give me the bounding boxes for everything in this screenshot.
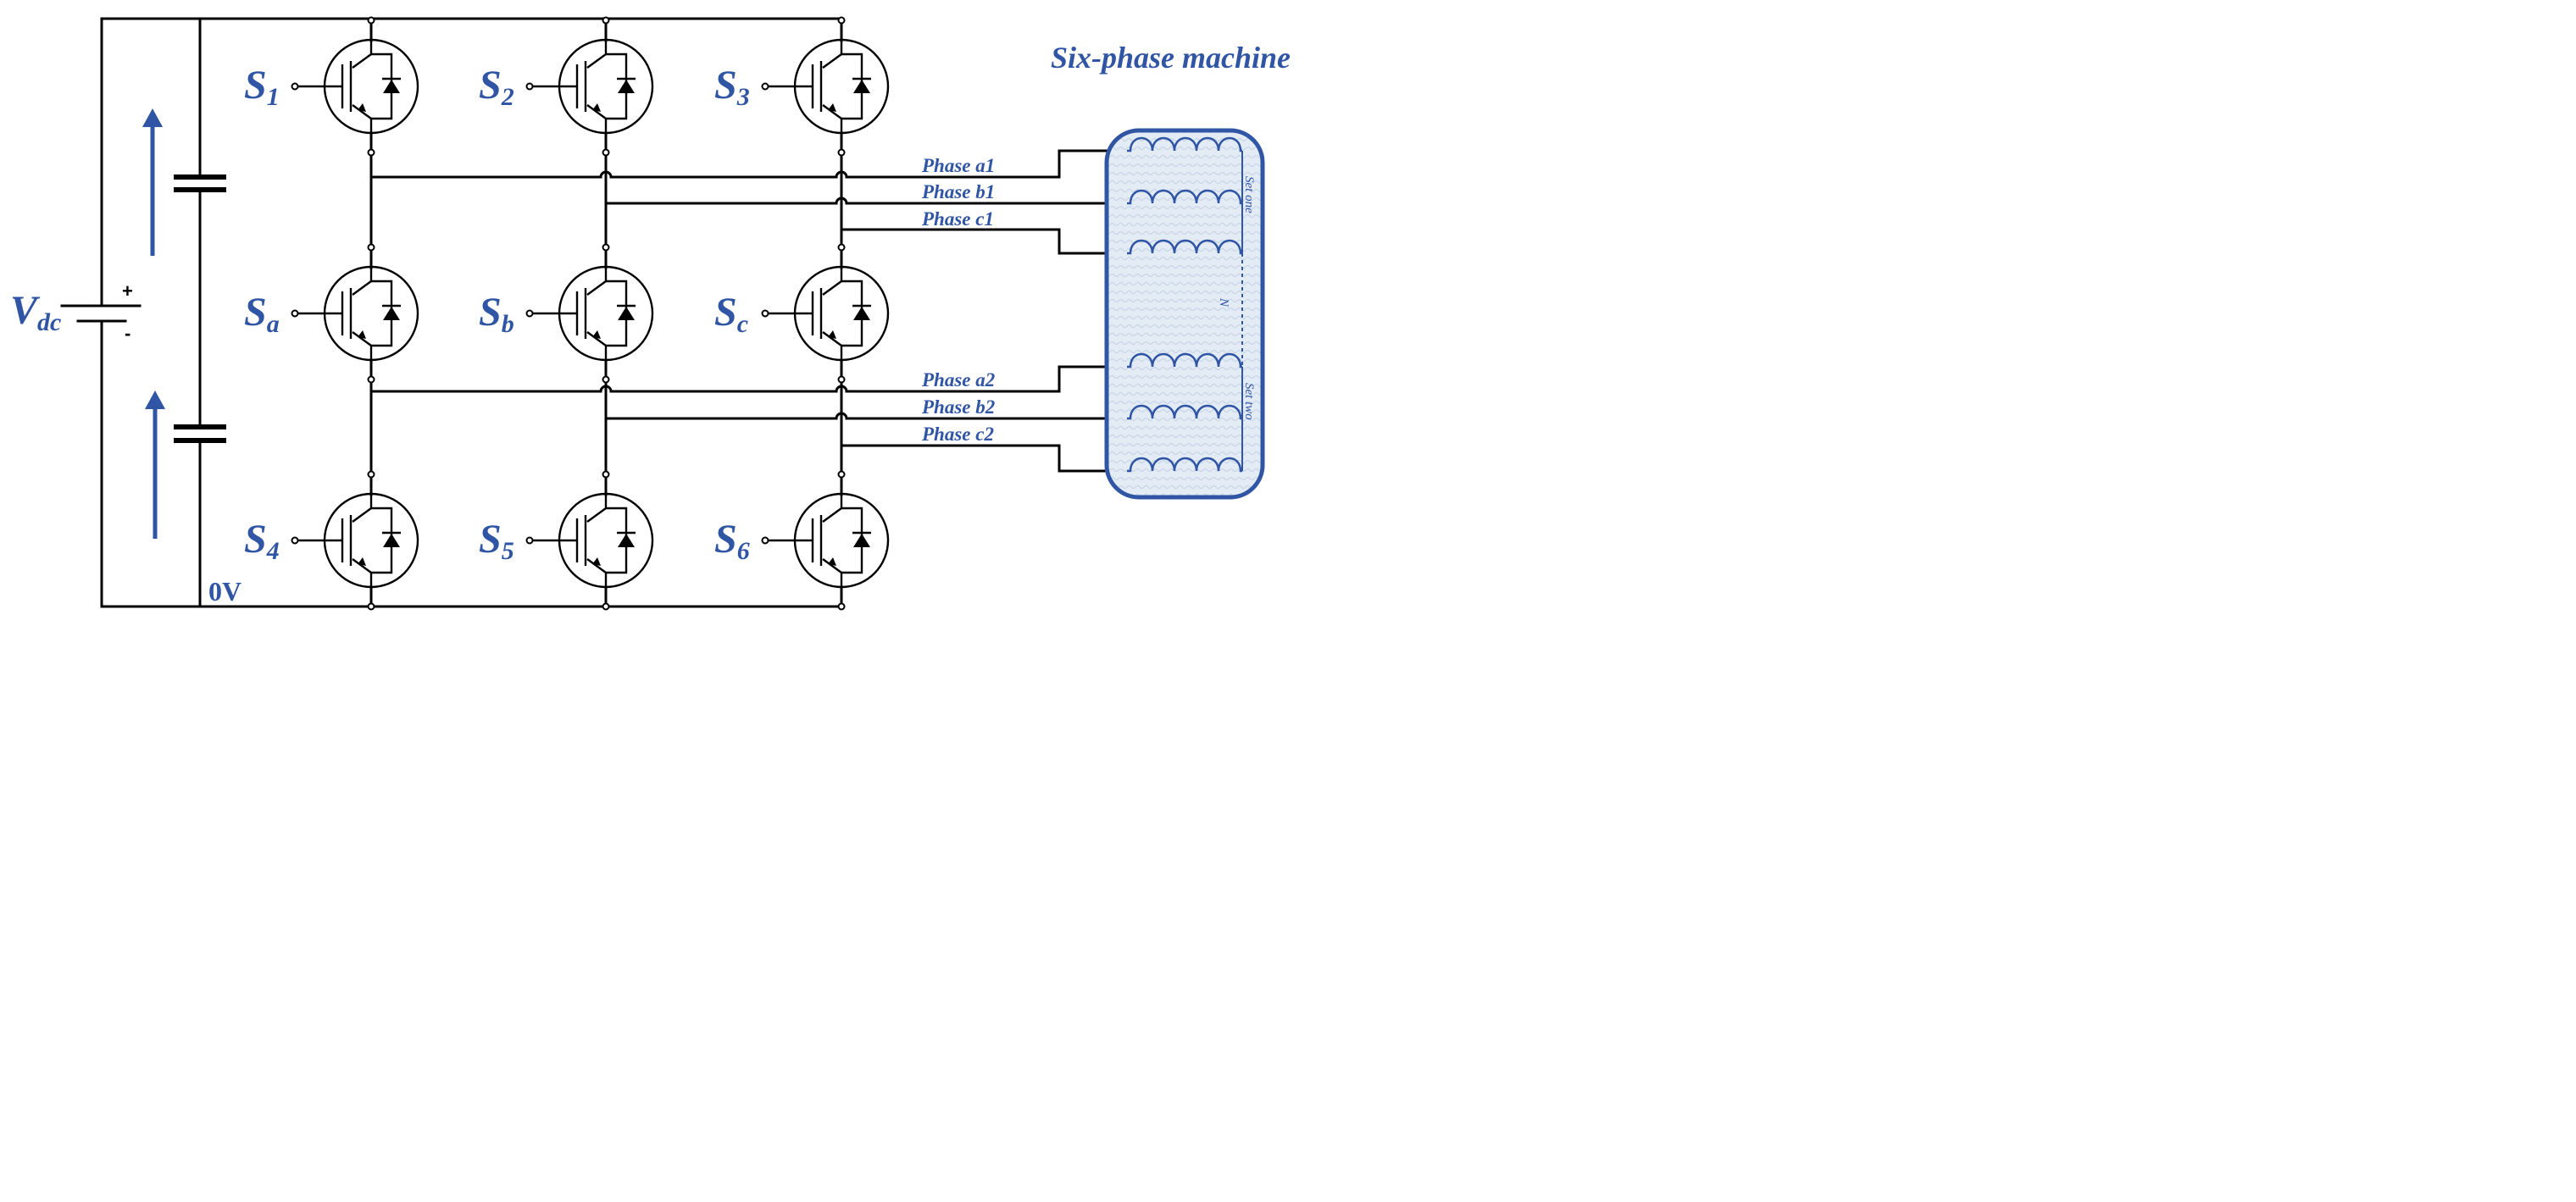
switch-label-main: S — [244, 63, 267, 108]
switch-label-s5: S5 — [479, 517, 514, 565]
switch-label-s1: S1 — [244, 63, 280, 111]
switch-label-sub: b — [502, 310, 514, 338]
set-one-label: Set one — [1242, 176, 1256, 213]
igbt-switch-sb: Sb — [479, 243, 654, 384]
capacitor-bottom — [174, 424, 226, 443]
phase-label-6: Phase c2 — [921, 424, 994, 445]
switch-label-s2: S2 — [479, 63, 514, 111]
switch-label-main: S — [244, 290, 267, 335]
switch-label-sub: a — [267, 310, 280, 338]
igbt-switch-s1: S1 — [244, 16, 419, 157]
phase-label-3: Phase c1 — [921, 208, 994, 230]
six-phase-machine: Set one Set two N — [1104, 128, 1265, 500]
phase-c2-wire — [840, 444, 1129, 473]
switch-label-s6: S6 — [714, 517, 750, 565]
switch-label-sub: 6 — [737, 537, 750, 565]
igbt-switch-s5: S5 — [479, 470, 654, 611]
set-two-label: Set two — [1242, 383, 1256, 420]
phase-a1-wire — [369, 149, 1129, 179]
phase-b1-wire — [604, 197, 1129, 205]
igbt-switch-s6: S6 — [714, 470, 890, 611]
switch-label-sub: c — [737, 310, 748, 338]
switch-label-main: S — [714, 290, 737, 335]
winding-coil-2 — [1127, 189, 1242, 205]
igbt-switch-sa: Sa — [244, 243, 419, 384]
igbt-switch-s4: S4 — [244, 470, 419, 611]
switch-label-main: S — [479, 63, 502, 108]
coil-layer — [1127, 136, 1242, 473]
switch-label-main: S — [714, 63, 737, 108]
source-plus-sign: + — [122, 280, 133, 302]
igbt-switch-s3: S3 — [714, 16, 890, 157]
machine-title: Six-phase machine — [1051, 41, 1291, 75]
phase-label-1: Phase a1 — [921, 155, 995, 176]
switch-label-sb: Sb — [479, 290, 514, 338]
phase-label-2: Phase b1 — [921, 181, 995, 202]
winding-coil-3 — [1127, 239, 1242, 255]
switch-label-sub: 3 — [736, 83, 750, 111]
winding-coil-4 — [1127, 352, 1242, 368]
winding-coil-1 — [1127, 136, 1242, 152]
switch-label-main: S — [479, 517, 502, 562]
capacitor-top — [174, 174, 226, 192]
phase-label-5: Phase b2 — [921, 396, 995, 418]
phase-label-4: Phase a2 — [921, 369, 995, 391]
switch-label-s3: S3 — [714, 63, 750, 111]
igbt-switch-s2: S2 — [479, 16, 654, 157]
phase-label-layer: Phase a1 Phase b1 Phase c1 Phase a2 Phase b2… — [921, 155, 995, 445]
phase-c1-wire — [840, 228, 1129, 255]
phase-b2-wire — [604, 412, 1129, 420]
switch-label-main: S — [714, 517, 737, 562]
dc-source-symbol — [60, 268, 142, 337]
switch-label-sub: 4 — [266, 537, 280, 565]
igbt-switch-sc: Sc — [714, 243, 890, 384]
switch-label-sc: Sc — [714, 290, 748, 338]
winding-coil-6 — [1127, 457, 1242, 473]
neutral-label: N — [1217, 297, 1230, 307]
switch-label-s4: S4 — [244, 517, 280, 565]
winding-coil-5 — [1127, 404, 1242, 420]
upper-voltage-arrow-icon — [142, 108, 163, 256]
switch-label-sub: 1 — [267, 83, 280, 111]
vdc-symbol: V — [10, 288, 41, 333]
lower-voltage-arrow-icon — [145, 391, 165, 539]
phase-a2-wire — [369, 365, 1129, 393]
vdc-label: Vdc — [10, 288, 61, 336]
switch-label-main: S — [479, 290, 502, 335]
switch-label-sa: Sa — [244, 290, 280, 338]
ground-label: 0V — [208, 576, 242, 607]
vdc-subscript: dc — [37, 308, 61, 336]
machine-body — [1104, 128, 1265, 500]
source-minus-sign: - — [125, 323, 130, 344]
switch-label-sub: 5 — [502, 537, 514, 565]
switch-label-main: S — [244, 517, 267, 562]
switch-label-sub: 2 — [501, 83, 514, 111]
